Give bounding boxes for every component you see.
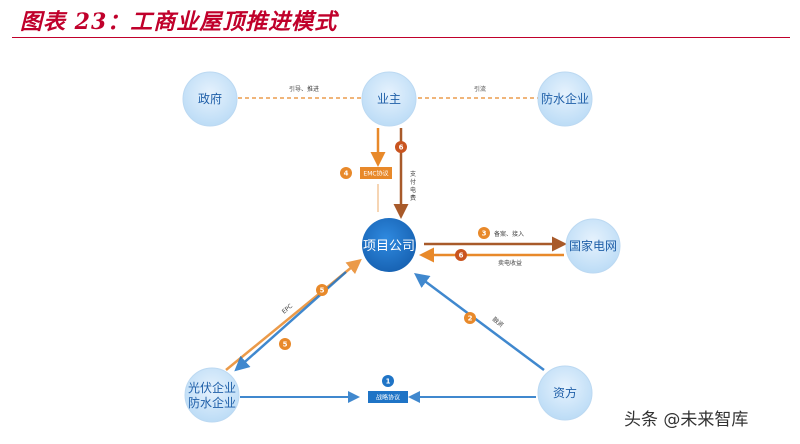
svg-text:防水企业: 防水企业 — [188, 395, 236, 410]
pay-fee-char-1: 支 — [410, 170, 416, 178]
svg-text:资方: 资方 — [553, 385, 577, 400]
pay-fee-char-3: 电 — [410, 186, 416, 194]
svg-text:6: 6 — [459, 252, 464, 260]
svg-text:5: 5 — [320, 287, 325, 295]
pay-fee-char-2: 付 — [410, 178, 416, 186]
title-bar: 图表 23：工商业屋顶推进模式 — [0, 0, 800, 36]
svg-text:1: 1 — [386, 378, 391, 386]
badge-epc-b: 5 — [279, 338, 291, 350]
node-waterproof: 防水企业 — [537, 71, 593, 127]
badge-sell: 6 — [455, 249, 467, 261]
badge-emc: 4 — [340, 167, 352, 179]
pay-fee-char-4: 费 — [410, 194, 416, 202]
owner-wp-label: 引流 — [474, 85, 486, 93]
badge-record: 3 — [478, 227, 490, 239]
node-government: 政府 — [182, 71, 238, 127]
svg-text:2: 2 — [468, 315, 473, 323]
badge-pay: 6 — [395, 141, 407, 153]
node-grid: 国家电网 — [565, 218, 621, 274]
financing-arrow — [413, 273, 545, 372]
svg-text:光伏企业: 光伏企业 — [188, 380, 236, 395]
svg-text:3: 3 — [482, 230, 487, 238]
node-pv-waterproof: 光伏企业 防水企业 — [184, 367, 240, 423]
node-capital: 资方 — [537, 365, 593, 421]
emc-label: EMC协议 — [363, 170, 388, 178]
svg-text:5: 5 — [283, 341, 288, 349]
badge-strategic: 1 — [382, 375, 394, 387]
figure-title: 图表 23：工商业屋顶推进模式 — [20, 9, 338, 35]
epc-label: EPC — [281, 303, 294, 316]
svg-text:政府: 政府 — [198, 91, 222, 106]
node-owner: 业主 — [361, 71, 417, 127]
svg-text:业主: 业主 — [377, 92, 401, 106]
title-divider — [12, 37, 790, 38]
emc-box — [360, 167, 392, 179]
sell-revenue-label: 卖电收益 — [498, 259, 522, 267]
svg-text:4: 4 — [344, 170, 349, 178]
svg-text:国家电网: 国家电网 — [569, 238, 617, 253]
watermark: 头条 @未来智库 — [624, 410, 749, 430]
financing-label: 融资 — [491, 315, 505, 329]
svg-text:项目公司: 项目公司 — [363, 239, 415, 254]
strategic-box — [368, 391, 408, 403]
badge-financing: 2 — [464, 312, 476, 324]
gov-owner-label: 引导、推进 — [289, 85, 319, 93]
svg-text:防水企业: 防水企业 — [541, 91, 589, 106]
pv-down-arrow — [234, 271, 347, 372]
record-access-label: 备案、接入 — [494, 230, 524, 238]
node-project-company: 项目公司 — [362, 218, 416, 272]
strategic-label: 战略协议 — [376, 394, 400, 402]
badge-epc-a: 5 — [316, 284, 328, 296]
svg-text:6: 6 — [399, 144, 404, 152]
